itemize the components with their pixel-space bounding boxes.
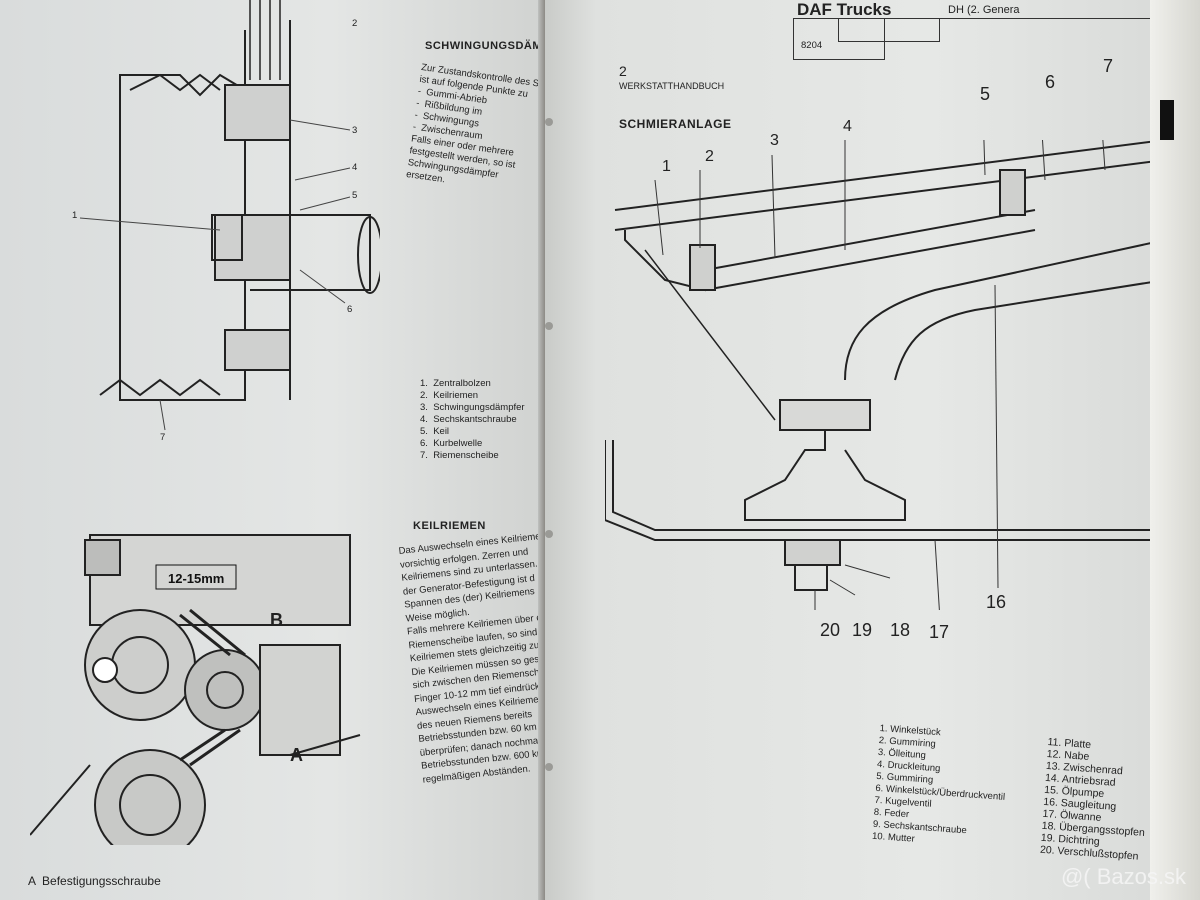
belt-label-a: A [290,745,303,765]
model-name: DH (2. Genera [948,4,1020,16]
lubrication-drawing [605,140,1166,610]
belt-heading: KEILRIEMEN [413,520,486,532]
parts-legend-right: 11. Platte 12. Nabe 13. Zwischenrad 14. … [1040,736,1151,863]
belt-body-text: Das Auswechseln eines Keilriemen vorsich… [398,530,552,786]
parts-legend-left: 1. Winkelstück 2. Gummiring 3. Ölleitung… [872,723,1010,852]
callout-18: 18 [890,620,911,640]
callout-2: 2 [705,148,714,165]
binder-hole [545,118,553,126]
damper-label-4: 4 [352,162,358,173]
callout-17: 17 [929,622,950,642]
belt-dimension-label: 12-15mm [168,571,224,586]
damper-legend-item: 5. Keil [420,426,450,437]
damper-label-7: 7 [160,432,166,443]
page-header: DAF Trucks 8204 DH (2. Genera [793,0,1185,60]
book-page-edges [1150,0,1200,900]
binder-hole [545,763,553,771]
page-tab-marker [1160,100,1174,140]
belt-drawing: 12-15mm [30,534,361,845]
damper-body-text: Zur Zustandskontrolle des Sc ist auf fol… [405,62,544,186]
callout-5: 5 [980,84,991,104]
damper-legend-item: 2. Keilriemen [420,390,479,401]
callout-19: 19 [852,620,873,640]
damper-legend-item: 6. Kurbelwelle [420,438,483,449]
right-page: DAF Trucks 8204 DH (2. Genera 2 WERKSTAT… [545,0,1185,900]
section-heading: SCHMIERANLAGE [619,117,732,131]
damper-legend-item: 1. Zentralbolzen [420,378,491,389]
damper-legend-item: 7. Riemenscheibe [420,450,499,461]
manual-title: WERKSTATTHANDBUCH [619,81,725,91]
binder-hole [545,322,553,330]
damper-label-1: 1 [72,210,78,221]
left-page: 2 1 3 4 5 6 7 SCHWINGUNGSDÄMP [0,0,552,900]
callout-6: 6 [1045,72,1056,92]
site-watermark: @( Bazos.sk [1060,864,1186,889]
damper-label-6: 6 [347,304,353,315]
page-number: 2 [619,63,627,79]
damper-drawing [79,0,380,431]
damper-label-5: 5 [352,190,358,201]
binder-hole [545,530,553,538]
top-ref-number: 2 [352,18,358,29]
belt-label-b: B [270,610,283,630]
callout-20: 20 [820,620,841,640]
callout-1: 1 [662,158,671,175]
footer-note: A Befestigungsschraube [28,874,161,888]
damper-heading: SCHWINGUNGSDÄMPFER [425,40,552,52]
callout-16: 16 [986,592,1007,612]
damper-legend-item: 4. Sechskantschraube [420,414,517,425]
callout-7: 7 [1103,56,1114,76]
callout-4: 4 [843,118,852,135]
callout-3: 3 [770,132,779,149]
brand-name: DAF Trucks [797,0,892,19]
damper-legend-item: 3. Schwingungsdämpfer [420,402,525,413]
damper-label-3: 3 [352,125,358,136]
doc-code: 8204 [801,40,823,51]
damper-legend: 1. Zentralbolzen 2. Keilriemen 3. Schwin… [420,378,525,462]
